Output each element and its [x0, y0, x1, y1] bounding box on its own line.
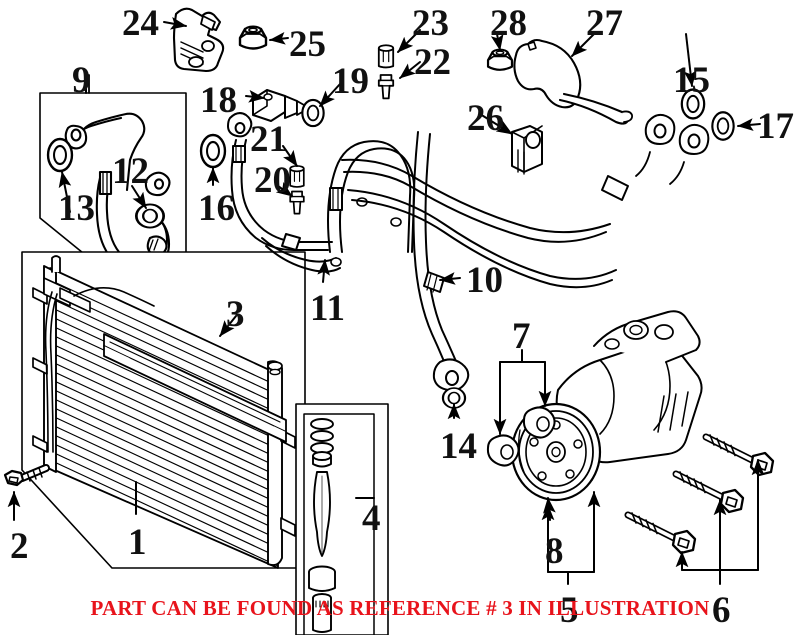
callout-liquid-line: 11 [310, 288, 345, 329]
callout-condenser-mounting-bolt: 2 [10, 526, 29, 567]
callout-service-valve-core-high: 22 [414, 42, 451, 83]
shield-nut [486, 48, 514, 71]
callout-compressor-mounting-bolt: 6 [712, 590, 731, 631]
callout-line-mounting-bracket: 24 [122, 3, 159, 44]
callout-bracket-nut: 25 [289, 24, 326, 65]
callout-suction-hose-assembly: 9 [72, 60, 91, 101]
callout-pressure-switch: 18 [200, 80, 237, 121]
compressor-assembly [510, 310, 703, 502]
callout-compressor-o-ring: 14 [440, 426, 477, 467]
callout-compressor-assembly: 5 [560, 590, 579, 631]
callout-line-o-ring-17: 17 [757, 106, 794, 147]
line-mounting-bracket [172, 7, 225, 73]
receiver-drier-desiccant-kit [308, 418, 336, 633]
condenser-seal-strip [103, 333, 287, 443]
callout-service-valve-core-low: 20 [254, 160, 291, 201]
callout-discharge-line: 10 [466, 260, 503, 301]
bracket-nut [238, 25, 268, 50]
pressure-switch [252, 89, 305, 122]
bracket-7 [493, 349, 552, 435]
callout-line-o-ring-15: 15 [673, 60, 710, 101]
bracket-6 [675, 459, 765, 585]
callout-condenser-seal-strip: 3 [226, 294, 245, 335]
heat-shield [513, 38, 633, 125]
callout-heat-shield: 27 [586, 3, 623, 44]
service-port-cap-low [289, 165, 305, 188]
callout-line-clamp-retainer: 26 [467, 98, 504, 139]
suction-hose-assembly [46, 112, 171, 273]
bracket-5 [541, 491, 601, 585]
line-o-ring-16 [199, 133, 227, 169]
line-o-ring-17 [711, 111, 735, 141]
callout-receiver-drier-desiccant-kit: 4 [362, 498, 381, 539]
callout-service-port-cap-high: 23 [412, 3, 449, 44]
callout-compressor-clutch-pulley: 8 [545, 531, 564, 572]
callout-switch-o-ring: 19 [332, 61, 369, 102]
switch-o-ring [301, 98, 325, 128]
condenser-mounting-bolt [3, 464, 50, 487]
callout-service-port-cap-low: 21 [250, 119, 287, 160]
leader-lines-plain [85, 77, 375, 515]
callout-condenser: 1 [128, 522, 147, 563]
callout-line-o-ring-16: 16 [198, 188, 235, 229]
service-valve-core-high [377, 74, 395, 100]
line-clamp-retainer [511, 125, 543, 175]
callout-hose-seal-large: 12 [112, 151, 149, 192]
reference-footnote: PART CAN BE FOUND AS REFERENCE # 3 IN IL… [90, 596, 710, 620]
callout-shield-nut: 28 [490, 3, 527, 44]
callout-compressor-bushing: 7 [512, 316, 531, 357]
service-port-cap-high [377, 44, 395, 69]
service-valve-core-low [289, 190, 305, 215]
compressor-bushing [486, 406, 556, 467]
callout-hose-o-ring: 13 [58, 188, 95, 229]
